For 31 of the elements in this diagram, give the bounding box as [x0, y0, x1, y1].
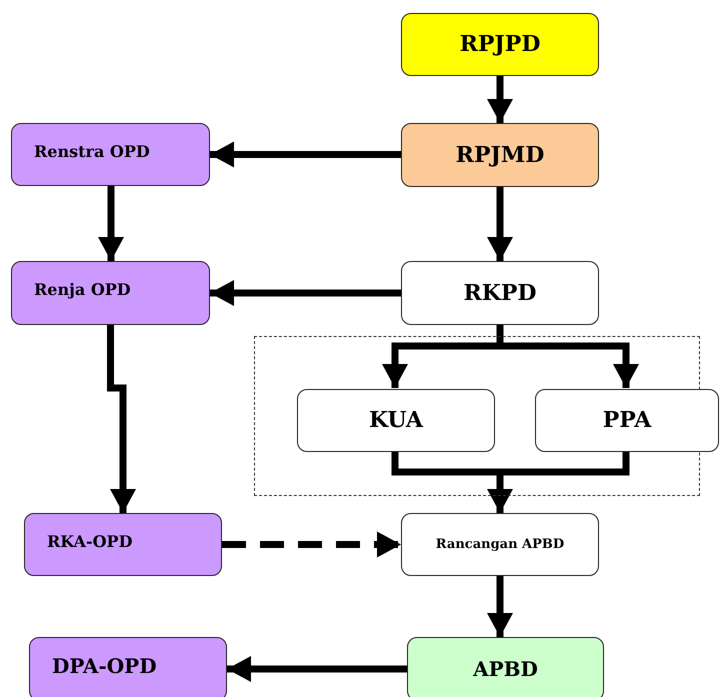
arrow — [222, 532, 401, 558]
process-box — [401, 261, 599, 325]
process-box — [24, 513, 222, 576]
box-label: RKA-OPD — [47, 532, 132, 552]
arrow — [227, 656, 407, 682]
box-label: RPJPD — [460, 31, 540, 58]
process-box — [401, 13, 599, 76]
box-label: RPJMD — [456, 142, 544, 168]
process-box — [297, 389, 495, 452]
process-box — [11, 261, 210, 325]
box-label: Rancangan APBD — [436, 536, 564, 552]
arrow — [107, 325, 136, 513]
process-box — [29, 637, 227, 697]
arrow — [210, 142, 401, 168]
arrow — [210, 280, 401, 306]
box-label: APBD — [473, 657, 538, 681]
box-label: PPA — [602, 407, 652, 434]
box-label: RKPD — [463, 280, 537, 306]
arrow — [487, 576, 513, 637]
process-box — [535, 389, 719, 452]
process-box — [407, 637, 604, 697]
box-label: Renja OPD — [34, 280, 131, 300]
box-label: Renstra OPD — [34, 142, 150, 162]
box-label: DPA-OPD — [52, 654, 157, 678]
process-box — [11, 123, 210, 186]
arrow — [487, 76, 513, 123]
process-box — [401, 513, 599, 576]
arrow — [487, 187, 513, 261]
process-box — [401, 123, 599, 187]
arrow — [98, 186, 124, 261]
box-label: KUA — [369, 407, 423, 434]
